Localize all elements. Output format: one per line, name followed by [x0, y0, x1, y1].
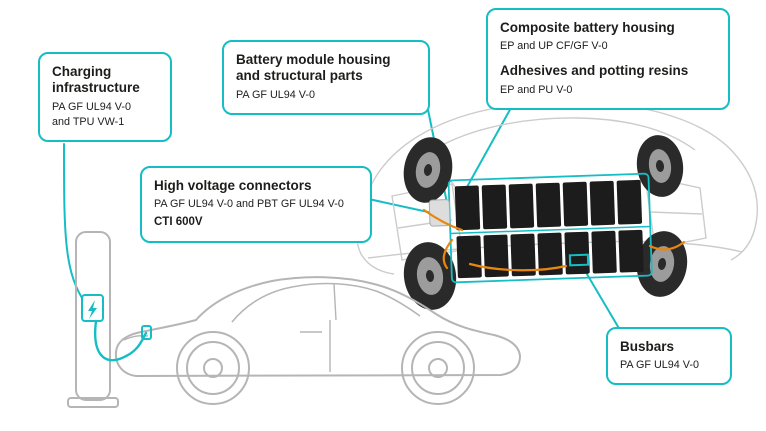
callout-material: PA GF UL94 V-0 and PBT GF UL94 V-0	[154, 198, 344, 211]
car-illustration	[114, 276, 522, 405]
plug-bolt-icon	[88, 300, 97, 319]
callout-busbars: Busbars PA GF UL94 V-0	[606, 327, 732, 386]
leader-composite-housing	[461, 105, 513, 197]
callout-entry: Adhesives and potting resins EP and PU V…	[500, 63, 716, 97]
callout-material: PA GF UL94 V-0	[52, 100, 132, 113]
chassis-wheel	[636, 135, 684, 197]
leader-charging	[63, 143, 83, 299]
callout-charging-infrastructure: Charging infrastructure PA GF UL94 V-0 a…	[38, 52, 172, 142]
hv-connector-block	[428, 199, 451, 227]
orange-hv-cables	[422, 208, 686, 272]
callout-rating: CTI 600V	[154, 216, 203, 229]
callout-battery-module-housing: Battery module housing and structural pa…	[222, 40, 430, 115]
battery-pack	[428, 172, 653, 284]
callout-title: Charging infrastructure	[52, 64, 140, 96]
battery-modules	[454, 179, 644, 279]
callout-title: High voltage connectors	[154, 178, 312, 193]
charging-cable	[94, 319, 148, 362]
callout-high-voltage-connectors: High voltage connectors PA GF UL94 V-0 a…	[140, 166, 372, 244]
callout-title: Battery module housing and structural pa…	[236, 52, 391, 84]
callout-material: EP and UP CF/GF V-0	[500, 40, 608, 53]
leader-busbars	[580, 263, 621, 331]
battery-pack-outline	[447, 172, 653, 284]
callout-entry: Composite battery housing EP and UP CF/G…	[500, 20, 716, 54]
callout-material: and TPU VW-1	[52, 115, 125, 128]
charger-screen	[81, 294, 104, 322]
charge-port	[141, 325, 152, 340]
chassis-wheels	[403, 135, 688, 310]
battery-pack-midline	[450, 225, 651, 235]
callout-material: PA GF UL94 V-0	[620, 359, 700, 372]
callout-composite-battery-housing: Composite battery housing EP and UP CF/G…	[486, 8, 730, 110]
callout-title: Busbars	[620, 339, 675, 354]
chassis-wheel	[403, 137, 453, 203]
car-wheel	[176, 331, 250, 405]
busbar-marker	[568, 253, 590, 267]
charging-station	[67, 231, 119, 408]
callout-material: EP and PU V-0	[500, 83, 573, 96]
car-wheel	[401, 331, 475, 405]
callout-title: Adhesives and potting resins	[500, 63, 689, 79]
callout-title: Composite battery housing	[500, 20, 675, 35]
callout-material: PA GF UL94 V-0	[236, 88, 316, 101]
leader-hv-connectors	[363, 197, 429, 213]
